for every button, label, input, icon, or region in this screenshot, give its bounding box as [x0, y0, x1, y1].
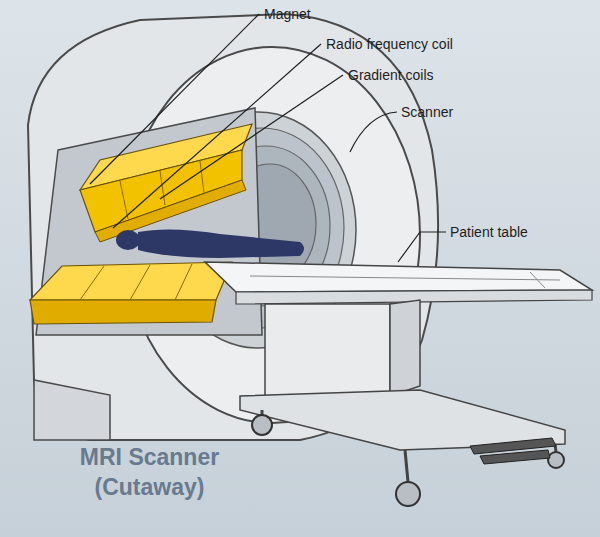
part-label: Gradient coils	[348, 67, 434, 83]
magnet-segments	[80, 264, 192, 300]
foot-pedals	[470, 438, 556, 464]
patient-body	[138, 229, 304, 258]
magnet-lower-top	[30, 262, 232, 300]
scanner-housing	[28, 14, 438, 440]
leader-line	[398, 232, 446, 262]
part-label: Patient table	[450, 224, 528, 240]
table-pedestal-side	[390, 300, 420, 396]
table-top	[205, 262, 592, 292]
caster-legs	[262, 410, 556, 482]
magnet-lower-front	[30, 300, 216, 324]
caster-wheel	[396, 482, 420, 506]
table-pedestal	[265, 304, 390, 396]
table-rail	[250, 272, 560, 288]
housing-base	[34, 380, 110, 440]
front-ring	[124, 47, 420, 423]
leader-line	[160, 75, 343, 199]
caster-wheel	[548, 452, 564, 468]
part-label: Radio frequency coil	[326, 36, 453, 52]
leader-line	[90, 14, 259, 184]
patient-head	[116, 230, 140, 250]
diagram-title: MRI Scanner (Cutaway)	[62, 442, 237, 502]
leader-line	[113, 44, 321, 228]
part-label: Magnet	[264, 6, 311, 22]
part-label: Scanner	[401, 104, 453, 120]
caster-wheel	[252, 415, 272, 435]
leader-line	[350, 112, 397, 152]
